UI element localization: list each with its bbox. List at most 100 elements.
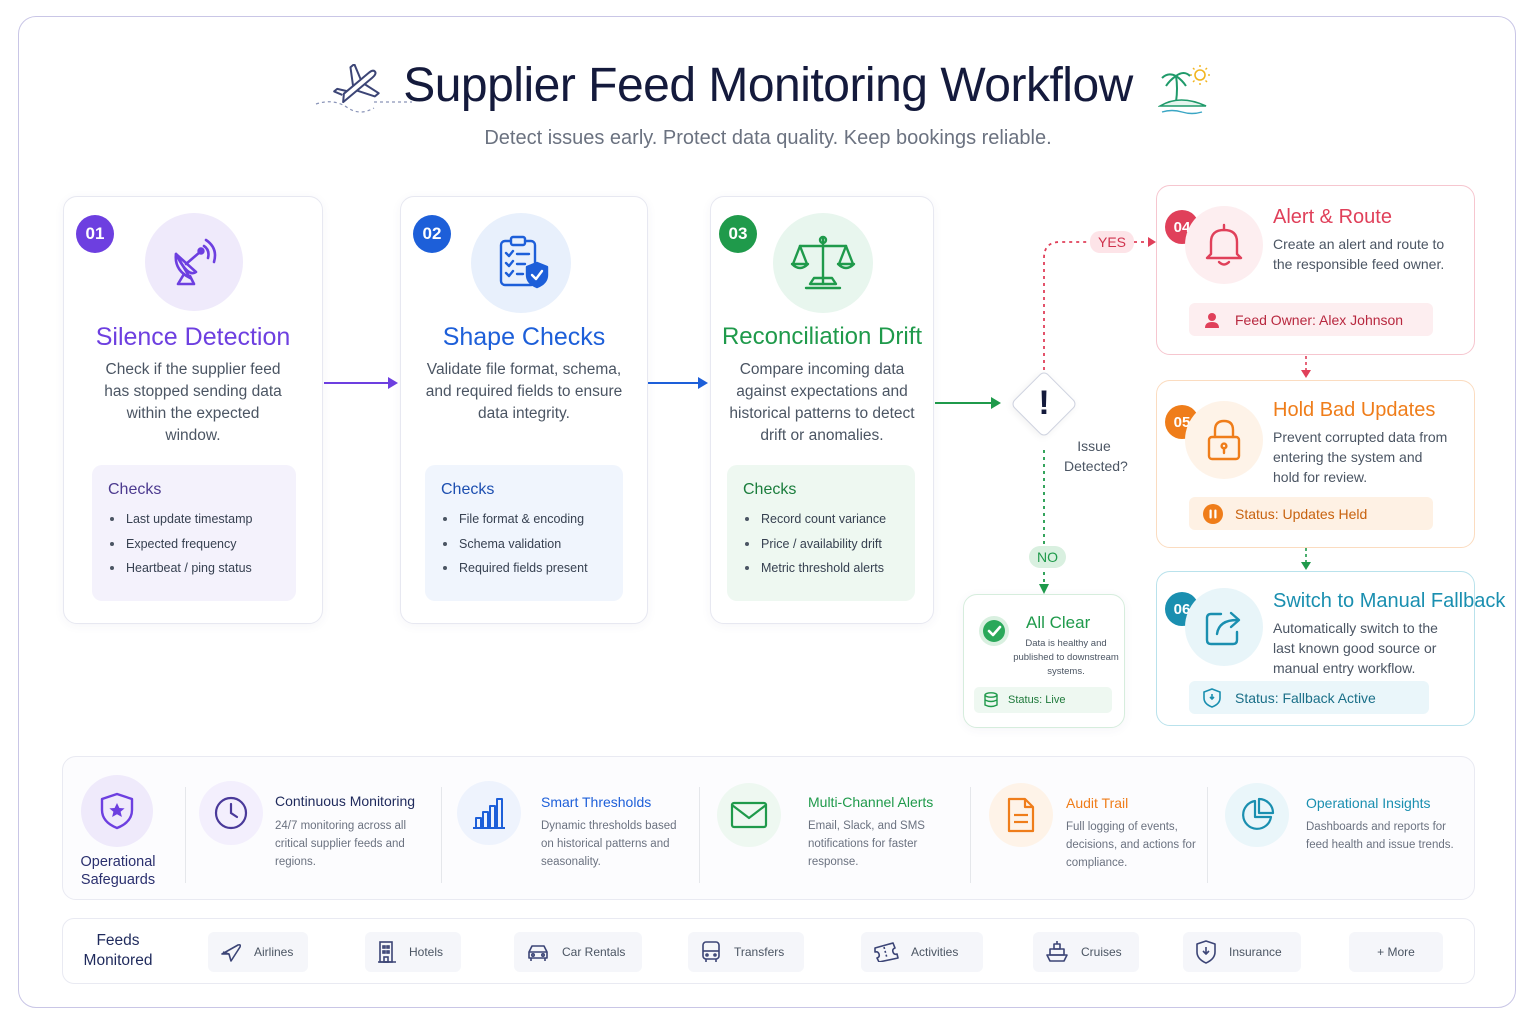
operational-safeguards-panel: Operational Safeguards Continuous Monito…	[62, 756, 1475, 900]
shield-star-icon	[100, 792, 134, 830]
icon-circle	[471, 213, 571, 313]
action-status: Status: Fallback Active	[1189, 681, 1429, 714]
icon-circle	[81, 775, 153, 847]
ship-icon	[1046, 941, 1068, 962]
safeguard-title: Audit Trail	[1066, 795, 1129, 811]
action-card-alert-route: 04 Alert & Route Create an alert and rou…	[1156, 185, 1475, 355]
feed-label: Hotels	[409, 945, 444, 959]
check-item: Record count variance	[743, 507, 899, 532]
feed-chip-airlines[interactable]: Airlines	[208, 932, 308, 972]
step-card-silence-detection: 01 Silence Detection Check if the suppli…	[63, 196, 323, 624]
feed-chip-cruises[interactable]: Cruises	[1033, 932, 1139, 972]
island-icon	[1158, 65, 1210, 115]
shield-icon	[1196, 940, 1216, 964]
step-card-reconciliation-drift: 03 Reconciliation Drift Compare incoming…	[710, 196, 934, 624]
feed-label: Insurance	[1229, 945, 1282, 959]
feed-chip-hotels[interactable]: Hotels	[365, 932, 461, 972]
icon-circle	[1185, 206, 1263, 284]
action-title: Alert & Route	[1273, 206, 1392, 228]
lock-icon	[1207, 419, 1241, 461]
check-item: Expected frequency	[108, 532, 280, 557]
user-icon	[1205, 312, 1219, 328]
feed-label: Cruises	[1081, 945, 1122, 959]
feed-chip-car-rentals[interactable]: Car Rentals	[514, 932, 642, 972]
checks-panel: Checks Last update timestamp Expected fr…	[92, 465, 296, 601]
safeguards-label: Operational Safeguards	[80, 854, 156, 888]
all-clear-card: All Clear Data is healthy and published …	[963, 594, 1125, 728]
feed-chip-activities[interactable]: Activities	[861, 932, 983, 972]
no-tag: NO	[1029, 546, 1066, 568]
action-title: Hold Bad Updates	[1273, 399, 1436, 421]
action-status: Feed Owner: Alex Johnson	[1189, 303, 1433, 336]
feeds-label: Feeds Monitored	[83, 932, 153, 969]
check-item: Last update timestamp	[108, 507, 280, 532]
divider	[699, 787, 700, 883]
check-item: Required fields present	[441, 556, 607, 581]
feed-label: Airlines	[254, 945, 294, 959]
clipboard-check-icon	[499, 235, 549, 289]
pause-icon	[1203, 503, 1223, 524]
icon-circle	[199, 781, 263, 845]
bell-icon	[1205, 223, 1243, 266]
action-description: Create an alert and route to the respons…	[1273, 236, 1445, 272]
check-item: Price / availability drift	[743, 532, 899, 557]
step-description: Compare incoming data against expectatio…	[729, 361, 915, 444]
check-circle-icon	[979, 616, 1009, 646]
share-arrow-icon	[1205, 611, 1241, 646]
building-icon	[378, 941, 396, 963]
check-item: File format & encoding	[441, 507, 607, 532]
icon-circle	[1185, 401, 1263, 479]
status-text: Feed Owner: Alex Johnson	[1235, 311, 1404, 328]
page-title: Supplier Feed Monitoring Workflow	[403, 59, 1133, 112]
airplane-icon	[221, 943, 242, 962]
no-connector	[1039, 450, 1049, 594]
icon-circle	[457, 781, 521, 845]
page-subtitle: Detect issues early. Protect data qualit…	[484, 127, 1052, 149]
action-card-hold-bad-updates: 05 Hold Bad Updates Prevent corrupted da…	[1156, 380, 1475, 548]
feed-label: Transfers	[734, 945, 785, 959]
decision-label: Issue Detected?	[1064, 438, 1128, 474]
flow-arrow	[1301, 356, 1311, 378]
check-item: Heartbeat / ping status	[108, 556, 280, 581]
status-text: Status: Fallback Active	[1235, 689, 1376, 706]
action-description: Prevent corrupted data from entering the…	[1273, 429, 1448, 485]
action-card-manual-fallback: 06 Switch to Manual Fallback Automatical…	[1156, 571, 1505, 726]
feed-chip-more[interactable]: + More	[1349, 932, 1443, 972]
feed-chip-insurance[interactable]: Insurance	[1183, 932, 1301, 972]
flow-arrow	[648, 377, 708, 389]
document-icon	[1007, 797, 1035, 833]
action-title: Switch to Manual Fallback	[1273, 590, 1506, 612]
status-text: Status: Updates Held	[1235, 505, 1368, 522]
feed-label: Activities	[911, 945, 959, 959]
bus-icon	[702, 941, 720, 962]
shield-icon	[1203, 687, 1221, 708]
step-description: Validate file format, schema, and requir…	[425, 361, 623, 422]
checks-title: Checks	[743, 481, 797, 498]
flow-arrow	[1301, 548, 1311, 570]
yes-tag: YES	[1090, 231, 1135, 253]
check-item: Schema validation	[441, 532, 607, 557]
yes-connector	[1043, 237, 1156, 370]
pie-chart-icon	[1242, 797, 1275, 830]
feed-chip-transfers[interactable]: Transfers	[688, 932, 804, 972]
satellite-dish-icon	[174, 238, 217, 286]
safeguard-description: Full logging of events, decisions, and a…	[1066, 821, 1196, 869]
check-item: Metric threshold alerts	[743, 556, 899, 581]
action-description: Automatically switch to the last known g…	[1273, 620, 1438, 676]
step-number-badge: 03	[719, 215, 757, 253]
checks-title: Checks	[441, 481, 495, 498]
all-clear-title: All Clear	[1026, 613, 1091, 632]
checks-panel: Checks Record count variance Price / ava…	[727, 465, 915, 601]
step-title: Shape Checks	[442, 323, 606, 351]
status-text: Status: Live	[1008, 694, 1066, 706]
flow-arrow	[935, 397, 1001, 409]
feed-label: Car Rentals	[562, 945, 626, 959]
bar-chart-icon	[473, 798, 505, 829]
divider	[185, 787, 186, 883]
flow-arrow	[324, 377, 398, 389]
envelope-icon	[730, 801, 768, 829]
safeguard-title: Continuous Monitoring	[275, 793, 416, 809]
step-title: Reconciliation Drift	[721, 323, 923, 350]
checks-title: Checks	[108, 481, 162, 498]
safeguard-description: Email, Slack, and SMS notifications for …	[808, 820, 925, 868]
